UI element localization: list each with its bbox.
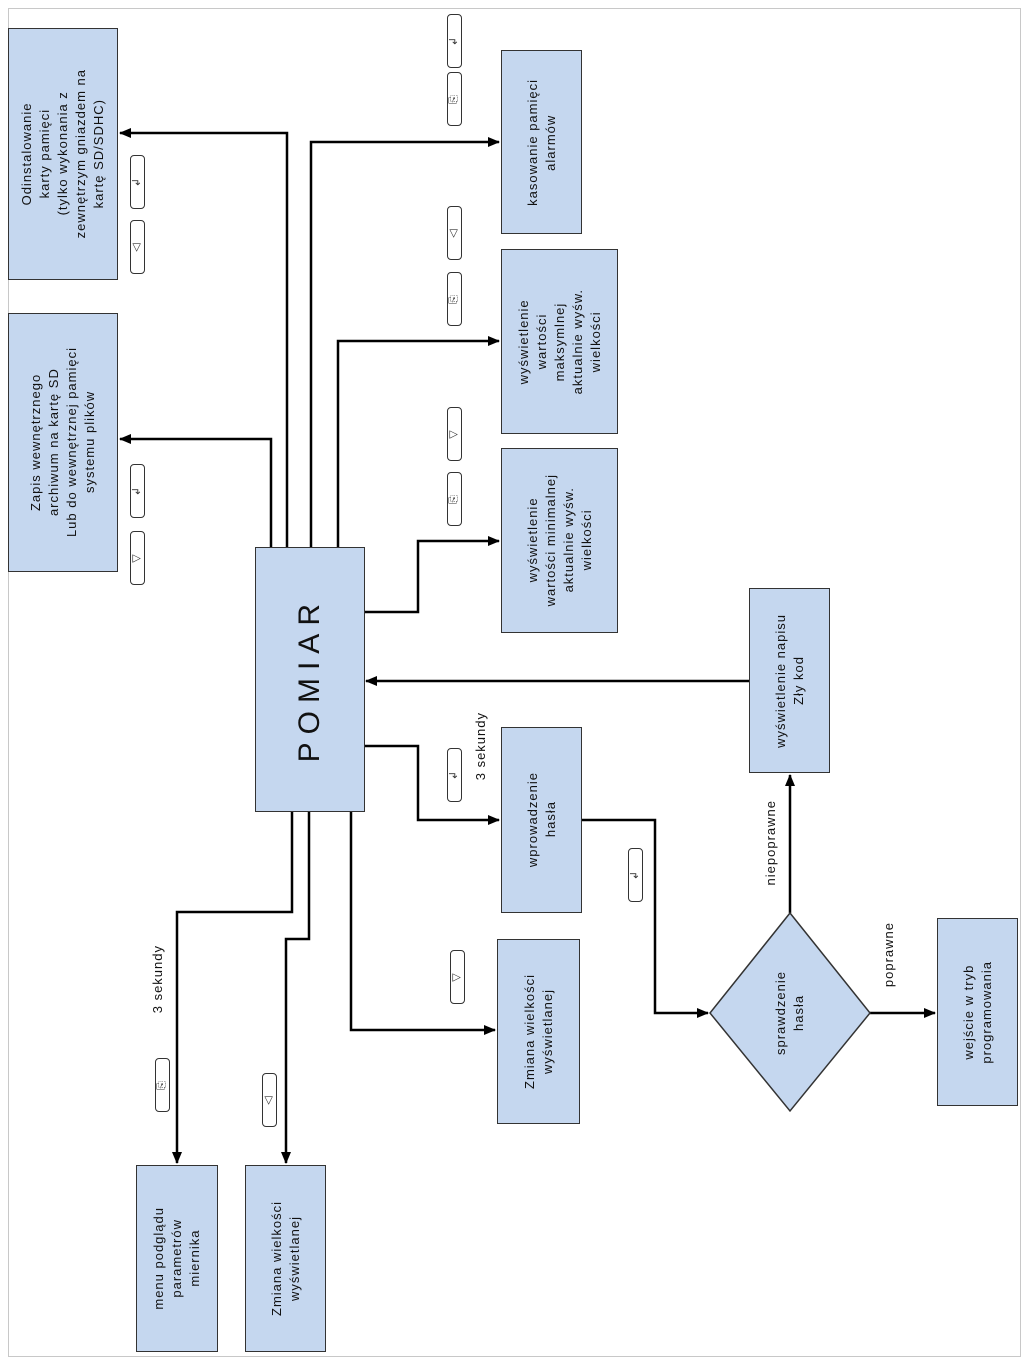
arrow-to-zapis	[119, 434, 273, 547]
arrow-to-odinstalowanie	[119, 128, 289, 547]
menu-key-icon: ⎘	[447, 72, 462, 126]
node-text: wejście w tryb programowania	[960, 960, 994, 1064]
enter-key-icon: ↲	[447, 14, 462, 68]
left-key-icon: ◁	[262, 1073, 277, 1127]
node-zly-kod: wyświetlenie napisu Zły kod	[749, 588, 830, 773]
enter-key-icon: ↲	[447, 748, 462, 802]
node-max: wyświetlenie wartości maksymlnej aktualn…	[501, 249, 618, 434]
menu-key-icon: ⎘	[155, 1058, 170, 1112]
node-text: wprowadzenie hasła	[524, 772, 558, 868]
label-3-sekundy: 3 sekundy	[150, 945, 165, 1014]
node-text: wyświetlenie wartości maksymlnej aktualn…	[515, 288, 603, 395]
node-text: Zmiana wielkości wyświetlanej	[521, 974, 555, 1089]
page-frame	[8, 8, 1021, 1357]
node-text: menu podglądu parametrów miernika	[151, 1207, 202, 1310]
arrow-to-min	[364, 536, 500, 614]
node-text: Odinstalowanie karty pamięci (tylko wyko…	[19, 69, 106, 239]
node-zmiana-bottom: Zmiana wielkości wyświetlanej	[245, 1165, 326, 1352]
node-kasowanie: kasowanie pamięci alarmów	[501, 50, 582, 234]
arrow-to-zmiana-bottom	[281, 812, 311, 1164]
node-odinstalowanie: Odinstalowanie karty pamięci (tylko wyko…	[8, 28, 118, 280]
arrow-to-max	[336, 336, 500, 547]
arrow-to-kasowanie	[309, 137, 500, 547]
node-min: wyświetlenie wartości minimalnej aktualn…	[501, 448, 618, 633]
down-key-icon: ▽	[130, 531, 145, 585]
node-text: POMIAR	[293, 596, 326, 763]
node-text: kasowanie pamięci alarmów	[524, 78, 558, 206]
enter-key-icon: ↲	[130, 155, 145, 209]
down-key-icon: ▽	[450, 950, 465, 1004]
label-niepoprawne: niepoprawne	[763, 800, 778, 886]
down-key-icon: ▽	[447, 407, 462, 461]
node-text: wyświetlenie napisu Zły kod	[772, 613, 806, 748]
node-text: sprawdzenie hasła	[773, 971, 806, 1055]
enter-key-icon: ↲	[628, 848, 643, 902]
menu-key-icon: ⎘	[447, 472, 462, 526]
arrow-to-wprowadzenie	[364, 744, 500, 825]
decision-diamond	[709, 911, 871, 1113]
node-text: Zmiana wielkości wyświetlanej	[268, 1201, 302, 1316]
arrow-to-zmiana-right	[349, 812, 496, 1035]
node-wprowadzenie: wprowadzenie hasła	[501, 727, 582, 913]
left-key-icon: ◁	[447, 206, 462, 260]
node-text: wyświetlenie wartości minimalnej aktualn…	[524, 474, 594, 607]
arrow-to-menu	[172, 812, 294, 1164]
node-pomiar: POMIAR	[255, 547, 365, 812]
node-text: Zapis wewnętrznego archiwum na kartę SD …	[28, 347, 97, 538]
enter-key-icon: ↲	[130, 464, 145, 518]
node-sprawdzenie: sprawdzenie hasła	[760, 950, 820, 1076]
node-wejscie: wejście w tryb programowania	[937, 918, 1018, 1106]
label-poprawne: poprawne	[881, 922, 896, 988]
node-zapis: Zapis wewnętrznego archiwum na kartę SD …	[8, 313, 118, 572]
left-key-icon: ◁	[130, 220, 145, 274]
node-menu: menu podglądu parametrów miernika	[136, 1165, 218, 1352]
menu-key-icon: ⎘	[447, 272, 462, 326]
node-zmiana-right: Zmiana wielkości wyświetlanej	[497, 939, 580, 1124]
arrow-to-sprawdzenie	[582, 818, 709, 1018]
label-3-sekundy: 3 sekundy	[473, 712, 488, 781]
